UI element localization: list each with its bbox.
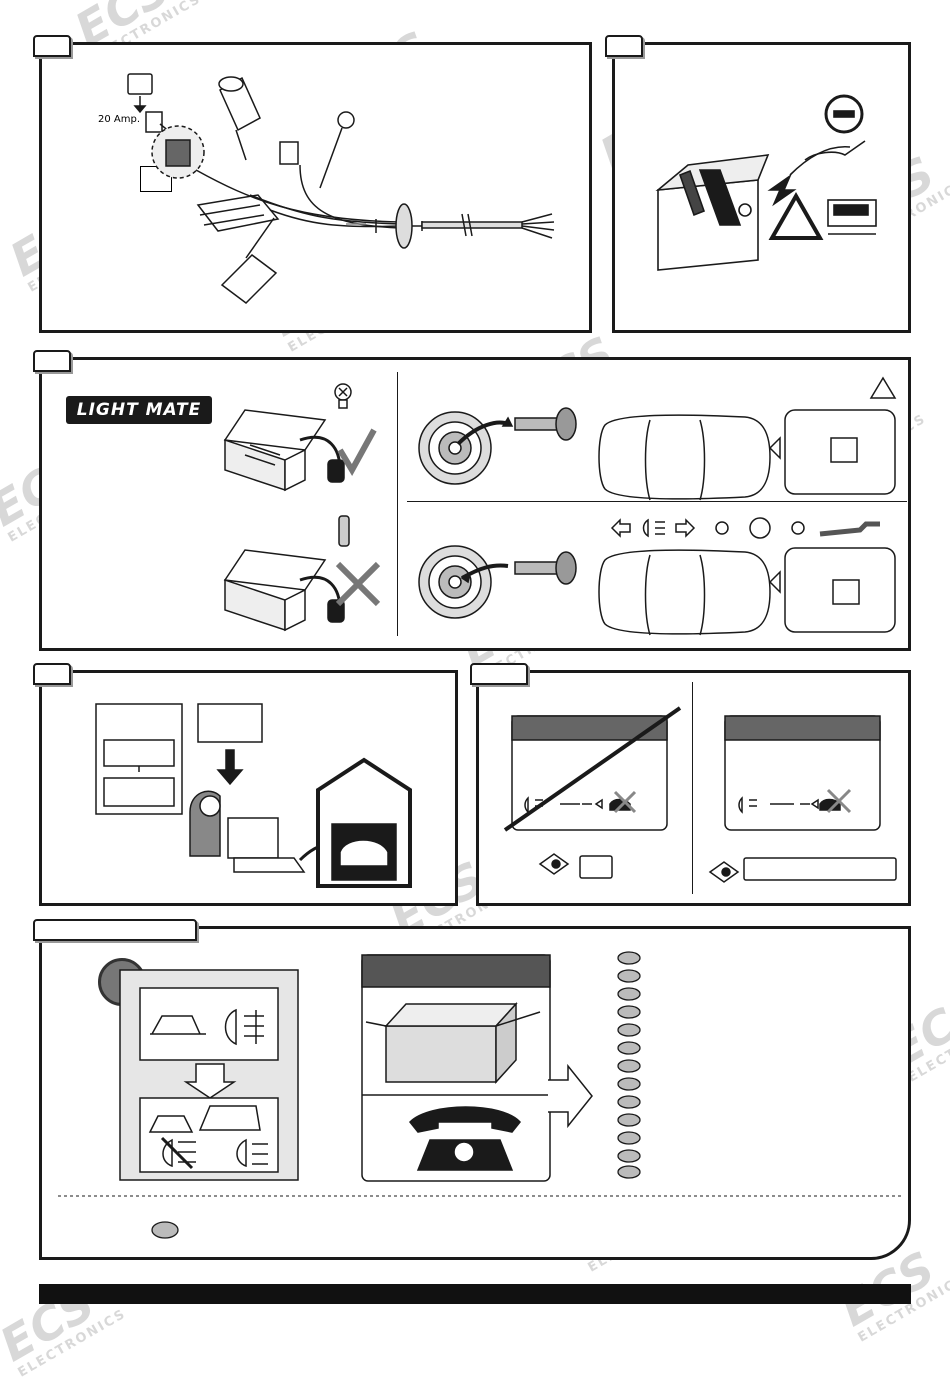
battery-illustration <box>655 94 877 271</box>
display-check-illustration <box>503 706 897 883</box>
lightmate-illustrations <box>223 376 897 636</box>
panel5-divider <box>692 682 693 894</box>
step-tab-3 <box>33 350 71 372</box>
step-tab-2 <box>605 35 643 57</box>
dealer-illustration <box>95 703 412 888</box>
step-tab-5 <box>470 663 528 685</box>
wiring-harness-illustration <box>127 73 555 304</box>
step-tab-4 <box>33 663 71 685</box>
step-tab-1 <box>33 35 71 57</box>
row-divider <box>407 501 907 502</box>
info-illustration <box>58 951 903 1239</box>
fuse-amp-label: 20 Amp. <box>98 114 141 125</box>
step-tab-6 <box>33 919 197 941</box>
panel-divider <box>397 372 398 636</box>
lightmate-logo: LIGHT MATE <box>66 396 212 424</box>
footer-bar <box>39 1284 911 1304</box>
